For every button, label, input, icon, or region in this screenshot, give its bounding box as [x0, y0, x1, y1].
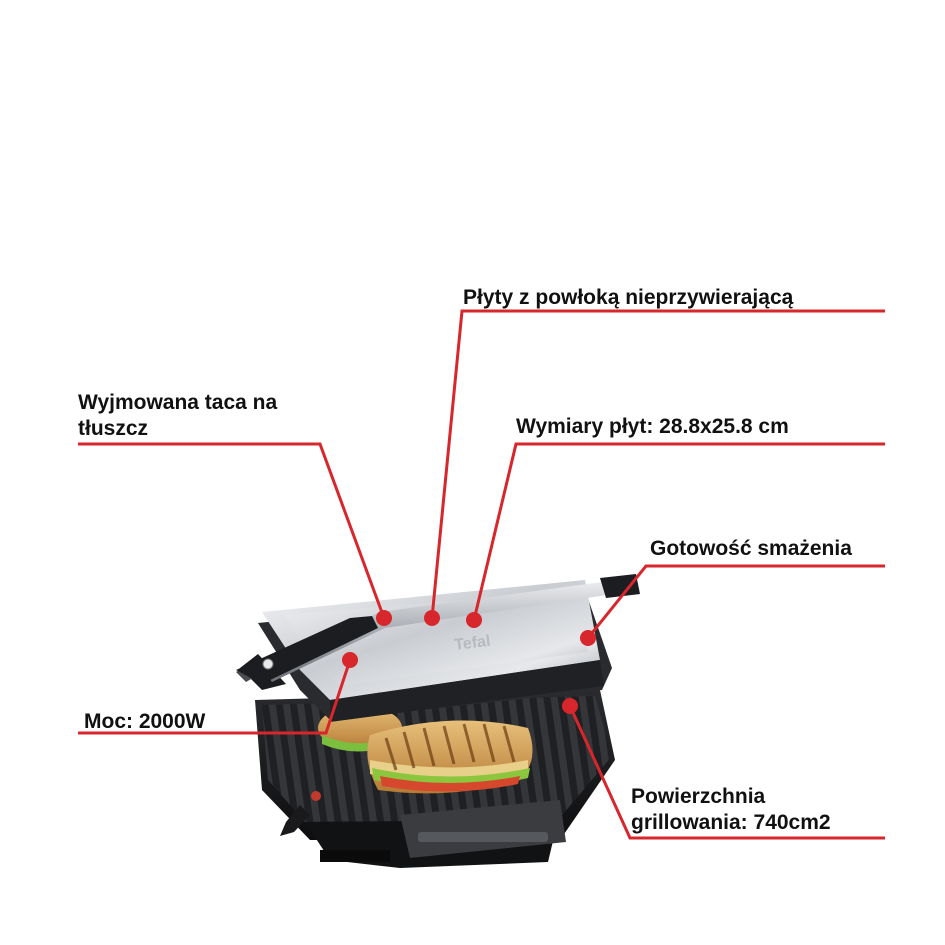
brand-logo: Tefal	[453, 633, 491, 654]
feature-label-plates: Płyty z powłoką nieprzywierającą	[463, 286, 794, 309]
callout-line-plates	[430, 309, 885, 619]
feature-label-dimensions: Wymiary płyt: 28.8x25.8 cm	[516, 415, 789, 438]
feature-label-power: Moc: 2000W	[84, 710, 206, 733]
feature-label-surface: Powierzchnia grillowania: 740cm2	[631, 784, 831, 836]
grill-lid: Tefal	[236, 574, 640, 722]
feature-label-surface-line2: grillowania: 740cm2	[631, 811, 831, 834]
callout-line-dimensions	[472, 442, 885, 621]
callout-markers	[342, 610, 596, 714]
marker-surface	[562, 698, 578, 714]
callout-line-tray	[78, 442, 386, 619]
marker-dimensions	[466, 612, 482, 628]
feature-label-tray-line1: Wyjmowana taca na	[78, 391, 278, 414]
marker-plates	[424, 610, 440, 626]
marker-tray	[376, 610, 392, 626]
feature-label-tray-line2: tłuszcz	[78, 417, 149, 440]
callout-line-surface	[568, 705, 885, 840]
marker-power	[342, 652, 358, 668]
feature-label-tray: Wyjmowana taca na tłuszcz	[78, 390, 277, 442]
callout-line-readiness	[586, 564, 885, 639]
drip-tray	[400, 800, 566, 858]
feature-label-surface-line1: Powierzchnia	[631, 785, 766, 808]
marker-readiness	[580, 630, 596, 646]
callout-line-power	[78, 659, 352, 735]
panini-sandwiches	[318, 706, 533, 794]
callout-lines	[78, 309, 885, 840]
feature-label-readiness: Gotowość smażenia	[650, 537, 852, 560]
